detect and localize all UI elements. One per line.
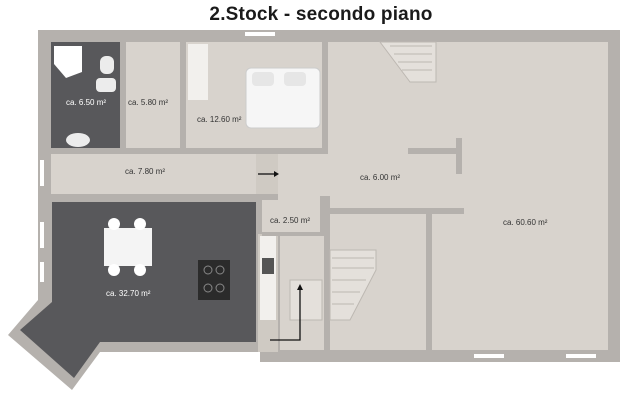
wall-small-bed bbox=[180, 42, 186, 148]
pillow-icon-1 bbox=[252, 72, 274, 86]
wall-bed-right bbox=[322, 42, 328, 154]
wall-central-v bbox=[456, 138, 462, 174]
stairs bbox=[289, 41, 437, 321]
wall-central-h bbox=[408, 148, 458, 154]
wall-lower-h bbox=[330, 208, 376, 214]
window-left-2 bbox=[40, 222, 44, 248]
wall-stair-left bbox=[324, 196, 330, 350]
wall-lower-h2 bbox=[408, 208, 464, 214]
wall-top-hall bbox=[51, 148, 322, 154]
kitchen-furniture bbox=[104, 218, 276, 320]
room-label-small-room: ca. 5.80 m² bbox=[128, 98, 168, 107]
burner-icon-1 bbox=[203, 265, 213, 275]
window-top bbox=[245, 32, 275, 36]
kitchen-sink-icon bbox=[262, 258, 274, 274]
window-bottom-1 bbox=[105, 353, 139, 357]
cooktop-icon bbox=[198, 260, 230, 300]
bathroom-fixtures bbox=[54, 46, 116, 147]
wall-lower-v bbox=[426, 214, 432, 350]
wall-hall-kitchen bbox=[51, 194, 256, 202]
chair-icon-2 bbox=[134, 218, 146, 230]
burner-icon-2 bbox=[215, 265, 225, 275]
room-label-bathroom: ca. 6.50 m² bbox=[66, 98, 106, 107]
window-right bbox=[622, 88, 626, 118]
room-label-large-room: ca. 60.60 m² bbox=[503, 218, 548, 227]
plan-title: 2.Stock - secondo piano bbox=[209, 4, 433, 25]
window-left-3 bbox=[40, 262, 44, 282]
interior-walls bbox=[51, 42, 464, 350]
kitchen-living-floor bbox=[20, 202, 256, 378]
room-label-bedroom: ca. 12.60 m² bbox=[197, 115, 242, 124]
room-label-storage: ca. 2.50 m² bbox=[270, 216, 310, 225]
window-bottom-3 bbox=[474, 354, 504, 358]
pillow-icon-2 bbox=[284, 72, 306, 86]
stair-arrows bbox=[258, 171, 303, 341]
chair-icon-1 bbox=[108, 218, 120, 230]
wall-bath-small bbox=[120, 42, 126, 148]
counter-icon bbox=[260, 236, 276, 320]
hallway-floor bbox=[51, 154, 256, 194]
lower-stair-run-icon bbox=[289, 279, 323, 321]
dining-table-icon bbox=[104, 228, 152, 266]
sink-icon bbox=[66, 133, 90, 147]
wall-storage-right bbox=[320, 196, 326, 236]
chair-icon-3 bbox=[108, 264, 120, 276]
shower-icon bbox=[54, 46, 82, 78]
room-label-hallway: ca. 7.80 m² bbox=[125, 167, 165, 176]
room-labels: ca. 6.50 m² ca. 5.80 m² ca. 12.60 m² ca.… bbox=[66, 98, 548, 298]
window-bottom-4 bbox=[566, 354, 596, 358]
wall-storage-bottom bbox=[262, 232, 320, 236]
arrow-down-icon bbox=[270, 290, 301, 341]
window-left-1 bbox=[40, 160, 44, 186]
small-room-floor bbox=[126, 42, 180, 148]
wardrobe-icon bbox=[188, 44, 208, 100]
burner-icon-3 bbox=[203, 283, 213, 293]
storage-floor bbox=[262, 200, 320, 234]
floors bbox=[20, 42, 608, 378]
chair-icon-4 bbox=[134, 264, 146, 276]
room-label-kitchen-living: ca. 32.70 m² bbox=[106, 289, 151, 298]
washbasin-icon bbox=[96, 78, 116, 92]
windows bbox=[40, 32, 626, 358]
toilet-icon bbox=[100, 56, 114, 74]
burner-icon-4 bbox=[215, 283, 225, 293]
window-bottom-2 bbox=[236, 353, 260, 357]
bedroom-furniture bbox=[188, 44, 321, 129]
central-and-large-room-floor bbox=[278, 42, 608, 350]
room-label-central-hall: ca. 6.00 m² bbox=[360, 173, 400, 182]
